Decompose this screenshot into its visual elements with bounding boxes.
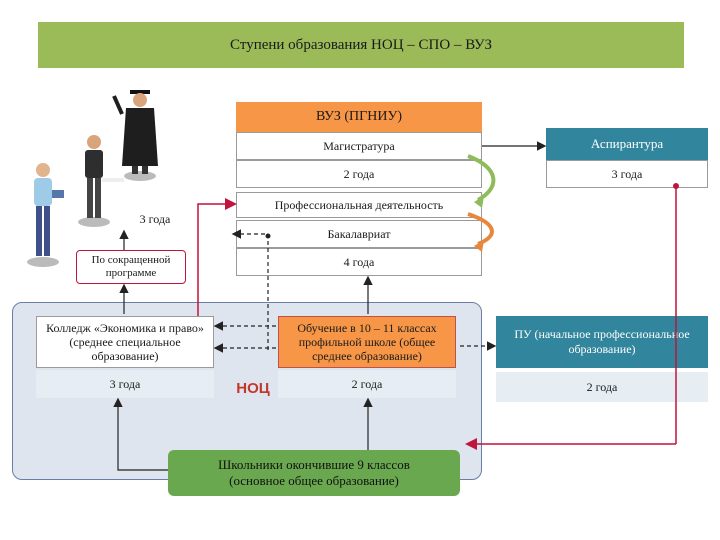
green-curved-arrow: [467, 154, 496, 202]
bakalavriat-box: Бакалавриат: [236, 220, 482, 248]
arrow-graduates-to-college: [113, 397, 168, 471]
orange-curved-arrow: [467, 212, 494, 246]
school-years: 2 года: [278, 370, 456, 398]
pu-box: ПУ (начальное профессиональное образован…: [496, 316, 708, 368]
student-thinking-icon: [78, 135, 124, 227]
pu-years: 2 года: [496, 372, 708, 402]
page-title: Ступени образования НОЦ – СПО – ВУЗ: [38, 22, 684, 68]
student-with-books-icon: [27, 163, 64, 267]
magistratura-box: Магистратура: [236, 132, 482, 160]
graduate-with-cap-icon: [112, 90, 158, 181]
bakalavriat-years: 4 года: [236, 248, 482, 276]
aspirantura-years: 3 года: [546, 160, 708, 188]
graduates-box: Школьники окончившие 9 классов (основное…: [168, 450, 460, 496]
school-10-11-box: Обучение в 10 – 11 классах профильной шк…: [278, 316, 456, 368]
aspirantura-box: Аспирантура: [546, 128, 708, 160]
magistratura-years: 2 года: [236, 160, 482, 188]
college-box: Колледж «Экономика и право» (среднее спе…: [36, 316, 214, 368]
red-college-to-professional: [197, 198, 237, 316]
noc-label: НОЦ: [236, 380, 270, 397]
vuz-header: ВУЗ (ПГНИУ): [236, 102, 482, 132]
shortened-program-box: По сокращенной программе: [76, 250, 186, 284]
dashed-school-to-bakalavriat: [231, 229, 269, 350]
professional-activity: Профессиональная деятельность: [236, 192, 482, 218]
college-years: 3 года: [36, 370, 214, 398]
left-years-3: 3 года: [139, 212, 171, 226]
